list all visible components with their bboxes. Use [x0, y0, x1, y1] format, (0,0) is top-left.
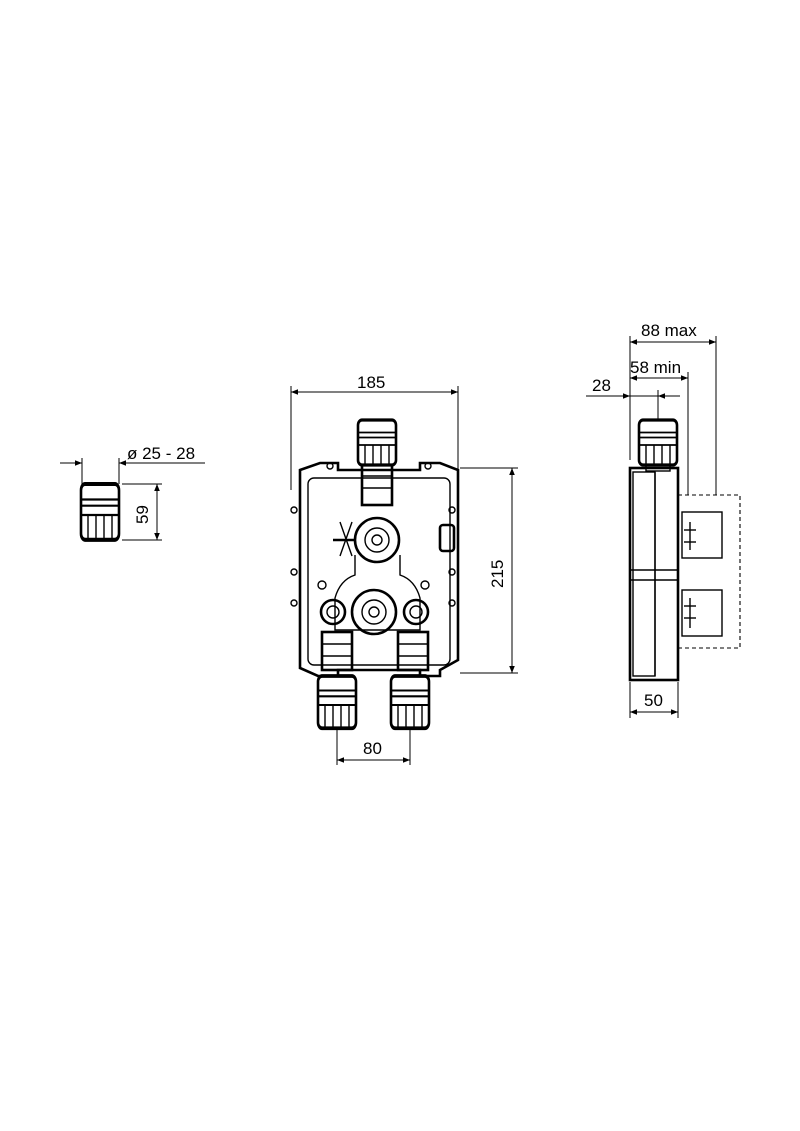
depth-min-label: 58 min: [630, 358, 681, 377]
side-depth-max-dimension: 88 max: [629, 321, 717, 495]
side-front-offset-dimension: 28: [586, 376, 680, 420]
mounting-box-side-view: [628, 418, 741, 682]
box-width-dimension: 185: [290, 373, 459, 490]
box-width-label: 185: [357, 373, 385, 392]
connector-height-label: 59: [133, 505, 152, 524]
box-height-dimension: 215: [460, 467, 518, 674]
connector-height-dimension: 59: [122, 483, 162, 541]
front-offset-label: 28: [592, 376, 611, 395]
connector-diameter-label: ø 25 - 28: [127, 444, 195, 463]
box-height-label: 215: [488, 560, 507, 588]
depth-max-label: 88 max: [641, 321, 697, 340]
side-depth-min-dimension: 58 min: [630, 358, 689, 495]
connector-diameter-dimension: ø 25 - 28: [60, 444, 205, 484]
box-depth-label: 50: [644, 691, 663, 710]
mounting-box-front-view: [290, 418, 460, 731]
side-box-depth-dimension: 50: [629, 682, 679, 718]
outlet-spacing-label: 80: [363, 739, 382, 758]
outlet-spacing-dimension: 80: [336, 730, 411, 765]
connector-side-view: [81, 484, 119, 540]
